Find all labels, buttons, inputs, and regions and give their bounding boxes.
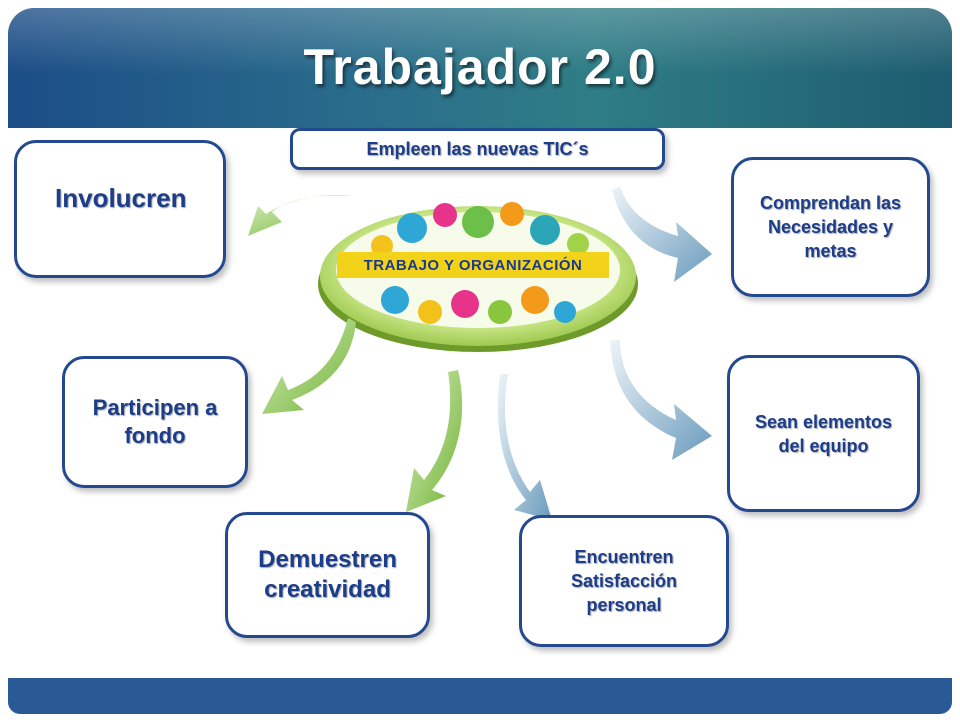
- box-involucren-text: Involucren: [55, 183, 187, 213]
- box-sean-text: Sean elementos del equipo: [754, 411, 893, 456]
- box-involucren: Involucren: [14, 140, 226, 278]
- arrow-to-sean: [610, 340, 712, 460]
- arrow-to-involucren: [248, 194, 352, 236]
- footer-band: [8, 678, 952, 714]
- page-title: Trabajador 2.0: [303, 39, 657, 95]
- box-demuestren-text: Demuestren creatividad: [258, 546, 397, 603]
- box-encuentren: Encuentren Satisfacción personal: [519, 515, 729, 647]
- arrow-to-participen: [262, 318, 356, 414]
- arrow-to-encuentren: [497, 374, 552, 520]
- box-participen-text: Participen a fondo: [92, 395, 218, 448]
- header-band: [8, 8, 952, 128]
- box-empleen-text: Empleen las nuevas TIC´s: [366, 138, 589, 159]
- box-comprendan: Comprendan las Necesidades y metas: [731, 157, 930, 297]
- center-label: TRABAJO Y ORGANIZACIÓN: [337, 252, 609, 278]
- box-comprendan-text: Comprendan las Necesidades y metas: [759, 193, 902, 261]
- box-demuestren: Demuestren creatividad: [225, 512, 430, 638]
- box-participen: Participen a fondo: [62, 356, 248, 488]
- box-sean: Sean elementos del equipo: [727, 355, 920, 512]
- box-encuentren-text: Encuentren Satisfacción personal: [570, 547, 678, 615]
- arrow-to-comprendan: [612, 186, 712, 282]
- arrow-to-demuestren: [406, 370, 463, 512]
- box-empleen: Empleen las nuevas TIC´s: [290, 128, 665, 170]
